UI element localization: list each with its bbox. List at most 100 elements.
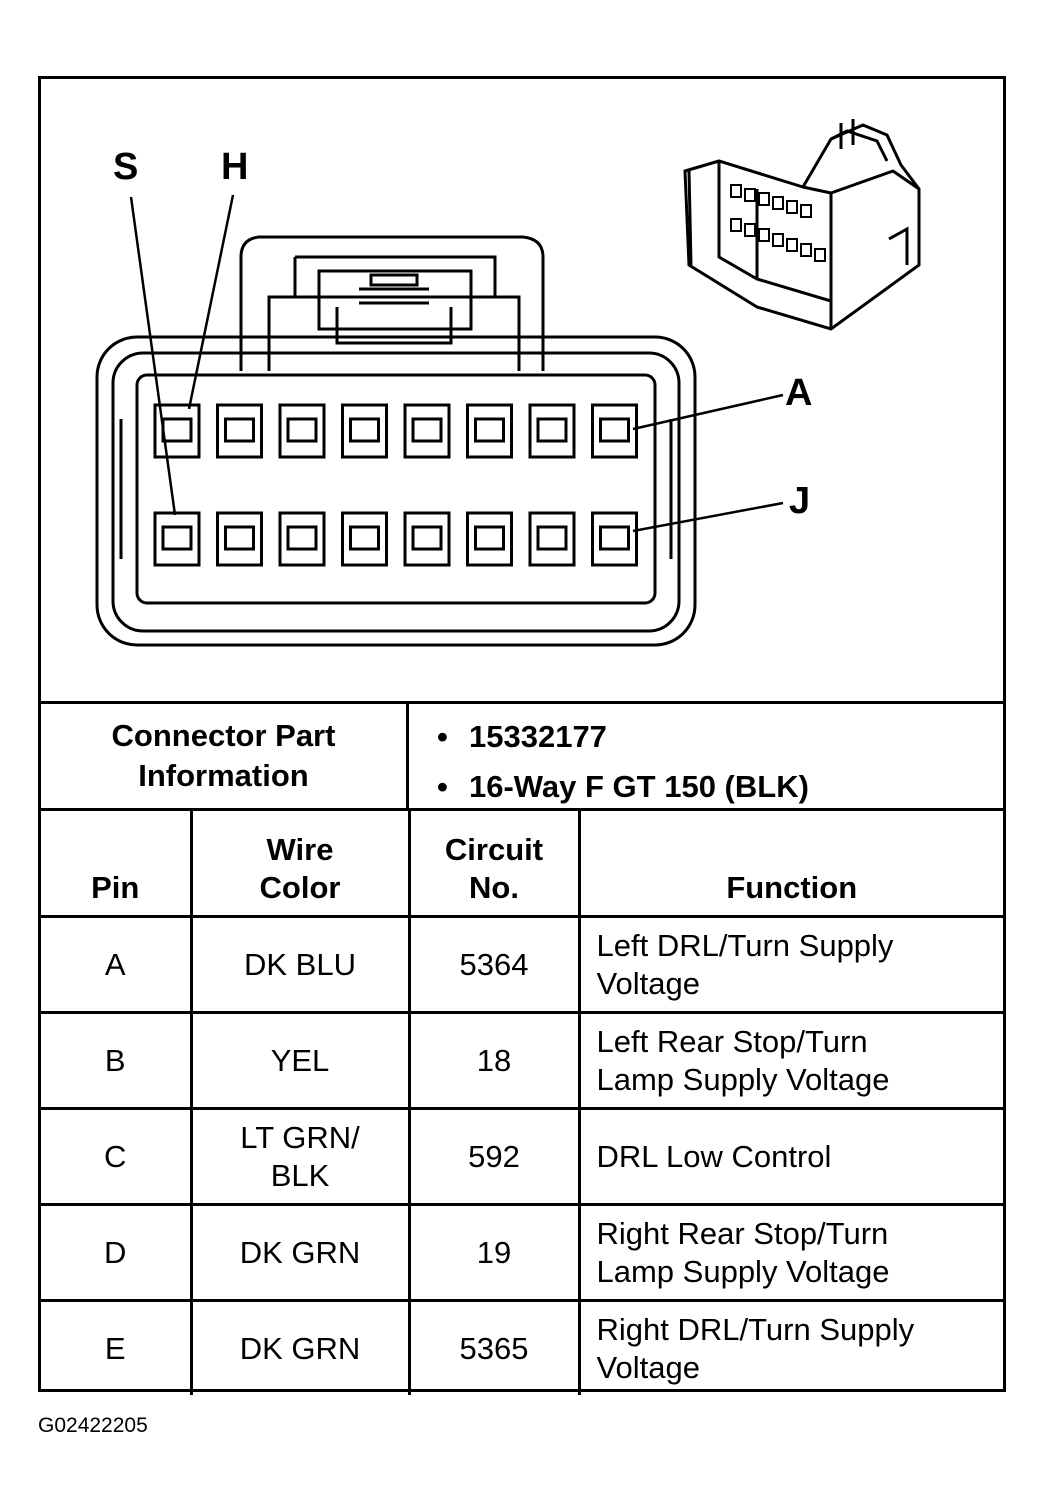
cavity-terminal [474,417,505,443]
cavity [216,403,263,459]
circuit-cell: 19 [407,1203,581,1302]
connector-diagram: S H A J [41,79,1003,701]
wire-color-cell: DK GRN [189,1299,411,1395]
cavity [528,511,576,567]
cavity-3d [730,184,742,198]
header-wire-color-line1: Wire [266,832,334,867]
cavity-terminal [286,525,318,551]
header-circuit-no: Circuit No. [407,811,581,918]
cavity [403,511,451,567]
cavity [341,511,388,567]
cavity-3d [800,204,812,218]
cavity-terminal [536,525,568,551]
cavity-3d [744,188,756,202]
cavity-3d [786,200,798,214]
function-line1: Right DRL/Turn Supply [596,1311,915,1347]
cavity-terminal [349,417,380,443]
cavity-terminal [411,417,443,443]
cavity-terminal [599,525,630,551]
connector-part-number: • 15332177 [409,712,1003,762]
header-circuit-line2: No. [469,870,519,905]
pinout-table: Pin Wire Color Circuit No. Function A DK… [41,811,1003,1395]
cavity-3d [772,196,784,210]
header-wire-color-line2: Color [259,870,341,905]
cavity [341,403,388,459]
function-line1: Left Rear Stop/Turn [596,1023,868,1059]
wire-color-line2: BLK [270,1157,330,1193]
wire-color-line1: LT GRN/ [240,1119,360,1155]
header-function: Function [577,811,1003,918]
function-line2: Lamp Supply Voltage [596,1253,890,1289]
cavity-terminal [224,525,255,551]
figure-code: G02422205 [38,1414,148,1437]
pin-cell: C [41,1107,193,1206]
header-wire-color: Wire Color [189,811,411,918]
pinout-header-row: Pin Wire Color Circuit No. Function [41,811,1003,918]
cavity-3d [758,192,770,206]
cavity [278,403,326,459]
connector-3d-cavities [730,184,826,262]
header-pin: Pin [41,811,193,918]
connector-info-values: • 15332177 • 16-Way F GT 150 (BLK) [409,704,1003,808]
cavity [466,403,513,459]
connector-cavities [153,403,638,567]
connector-3d-view [683,119,921,331]
wire-color-line1: YEL [270,1042,330,1078]
connector-diagram-frame: S H A J Connector Part Information • 153… [38,76,1006,1395]
connector-description-text: 16-Way F GT 150 (BLK) [469,769,809,804]
wire-color-cell: LT GRN/BLK [189,1107,411,1206]
connector-info-label-line2: Information [138,758,309,793]
cavity-3d [758,228,770,242]
wire-color-cell: YEL [189,1011,411,1110]
wire-color-cell: DK BLU [189,915,411,1014]
cavity-3d [772,233,784,247]
cavity-3d [730,218,742,232]
function-line2: Lamp Supply Voltage [596,1061,890,1097]
connector-shell [95,335,697,647]
table-row: C LT GRN/BLK 592 DRL Low Control [41,1107,1003,1206]
cavity [466,511,513,567]
function-line1: Left DRL/Turn Supply [596,927,894,963]
circuit-cell: 592 [407,1107,581,1206]
circuit-cell: 5364 [407,915,581,1014]
cavity-terminal [161,525,193,551]
pin-cell: D [41,1203,193,1302]
callout-a: A [785,372,812,414]
function-cell: DRL Low Control [577,1107,1003,1206]
connector-part-info: Connector Part Information • 15332177 • … [41,701,1003,811]
circuit-cell: 18 [407,1011,581,1110]
wire-color-line1: DK GRN [239,1234,361,1270]
connector-info-label: Connector Part Information [41,704,409,808]
cavity-terminal [411,525,443,551]
connector-part-number-text: 15332177 [469,719,607,754]
function-line1: Right Rear Stop/Turn [596,1215,889,1251]
cavity-3d [786,238,798,252]
cavity-terminal [349,525,380,551]
cavity-3d [814,248,826,262]
cavity-3d [800,243,812,257]
cavity-terminal [536,417,568,443]
function-line2: Voltage [596,965,700,1001]
connector-latch [239,235,545,371]
cavity-terminal [599,417,630,443]
callout-lines [129,194,784,533]
cavity [591,511,638,567]
function-line1: DRL Low Control [596,1138,832,1174]
callout-s: S [113,146,138,188]
cavity-terminal [286,417,318,443]
pin-cell: A [41,915,193,1014]
cavity-terminal [224,417,255,443]
cavity [216,511,263,567]
bullet-icon: • [437,769,448,804]
cavity-terminal [161,417,193,443]
cavity [153,403,201,459]
cavity-terminal [474,525,505,551]
connector-face-drawing: S H A J [95,119,921,647]
